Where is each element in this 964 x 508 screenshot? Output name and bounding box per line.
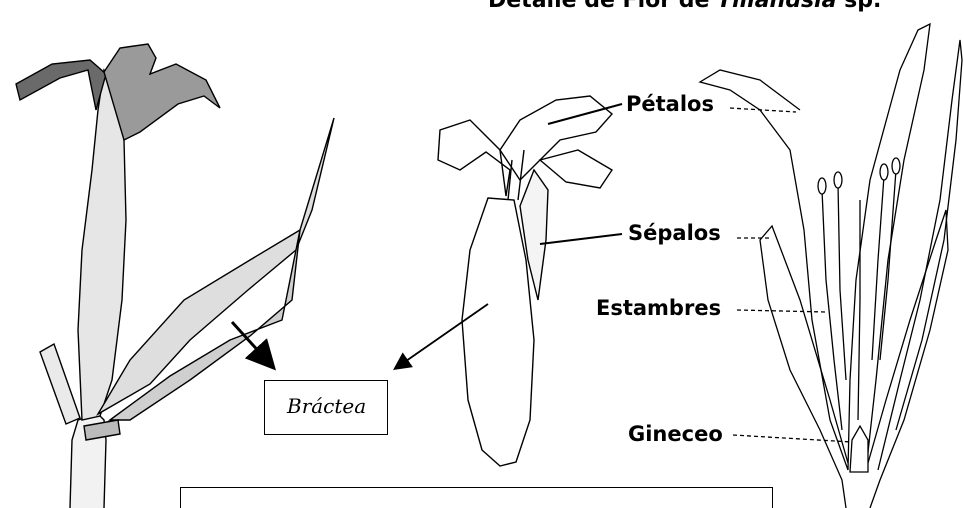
anther-2	[834, 172, 842, 188]
leader-petalos-right	[730, 108, 796, 112]
right-flower-illustration	[700, 24, 962, 508]
bract-label: Bráctea	[287, 394, 366, 418]
bract-label-box: Bráctea	[264, 380, 388, 435]
label-estambres: Estambres	[596, 296, 721, 320]
left-petal	[438, 120, 510, 196]
caption-box	[180, 487, 773, 508]
side-branch	[40, 344, 80, 424]
left-petal-curl	[16, 60, 106, 110]
sepal-body	[462, 198, 534, 466]
right-petal	[540, 150, 612, 188]
label-petalos: Pétalos	[626, 92, 714, 116]
left-flower-illustration	[16, 44, 334, 508]
outer-bract	[98, 118, 334, 414]
label-gineceo: Gineceo	[628, 422, 723, 446]
anther-1	[818, 178, 826, 194]
middle-flower-illustration	[438, 96, 612, 466]
leader-sepalos-left	[540, 234, 622, 244]
label-sepalos: Sépalos	[628, 221, 721, 245]
anther-4	[892, 158, 900, 174]
top-petals	[104, 44, 220, 140]
anther-3	[880, 164, 888, 180]
